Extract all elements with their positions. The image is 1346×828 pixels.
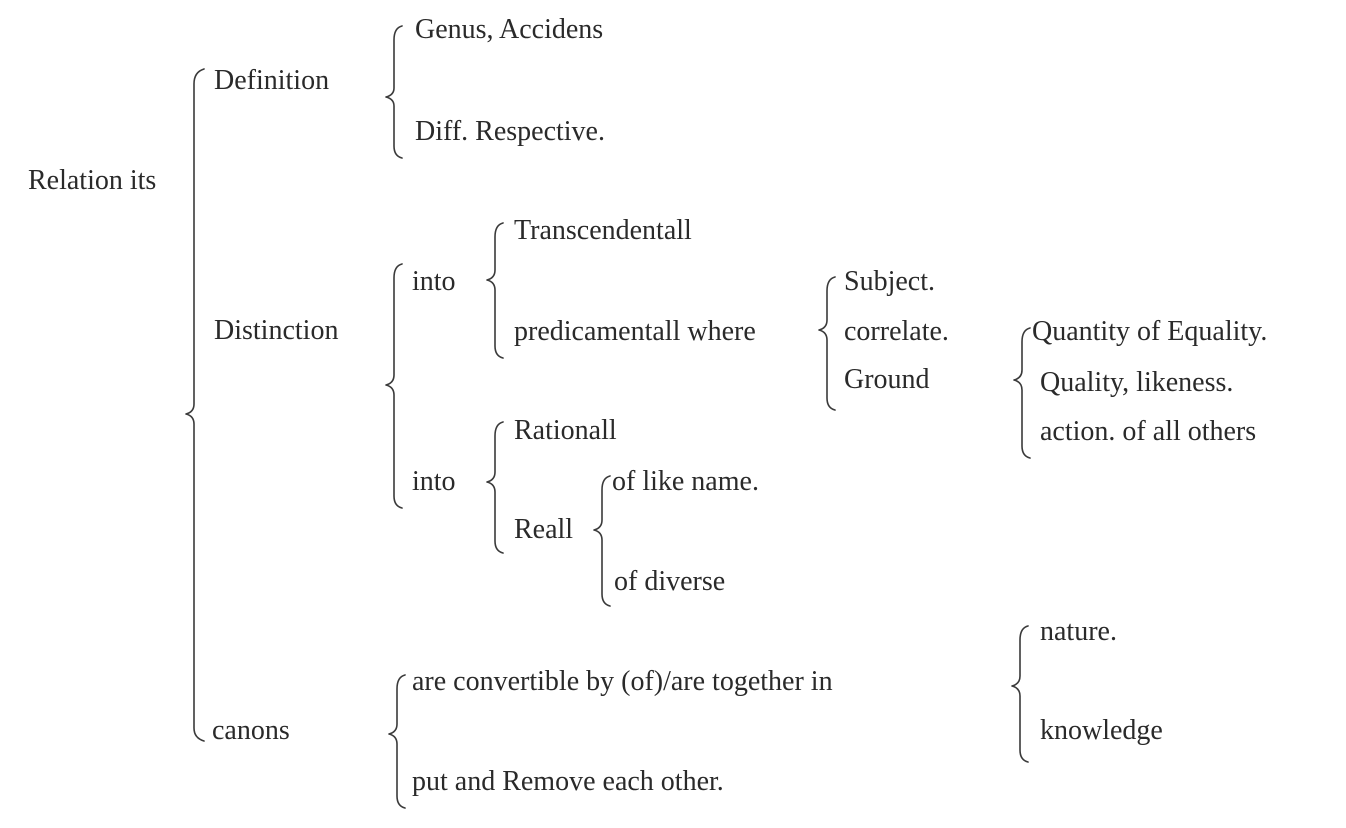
diverse-label: of diverse: [614, 566, 726, 597]
root-label: Relation its: [28, 165, 157, 196]
rational-label: Rationall: [514, 415, 617, 446]
distinction-label: Distinction: [214, 315, 339, 346]
transcendental-label: Transcendentall: [514, 215, 692, 246]
real-label: Reall: [514, 514, 574, 545]
brace-into-second: [486, 421, 504, 554]
quality-label: Quality, likeness.: [1040, 367, 1234, 398]
definition-item-difference: Diff. Respective.: [415, 116, 605, 147]
ground-label: Ground: [844, 364, 930, 395]
into-first-label: into: [412, 266, 456, 297]
definition-item-genus: Genus, Accidens: [415, 14, 604, 45]
brace-canons: [388, 674, 406, 809]
definition-label: Definition: [214, 65, 330, 96]
like-name-label: of like name.: [612, 466, 759, 497]
quantity-label: Quantity of Equality.: [1032, 316, 1268, 347]
brace-into-first: [486, 222, 504, 359]
brace-real: [593, 475, 611, 607]
canons-label: canons: [212, 715, 290, 746]
brace-root: [185, 68, 205, 742]
canon-convertible: are convertible by (of)/are together in: [412, 666, 833, 697]
brace-together: [1011, 625, 1029, 763]
brace-predicamental: [818, 276, 836, 411]
canon-put-remove: put and Remove each other.: [412, 766, 724, 797]
brace-ground: [1013, 327, 1031, 459]
nature-label: nature.: [1040, 616, 1117, 647]
action-label: action. of all others: [1040, 416, 1257, 447]
subject-label: Subject.: [844, 266, 935, 297]
correlate-label: correlate.: [844, 316, 949, 347]
into-second-label: into: [412, 466, 456, 497]
predicamental-label: predicamentall where: [514, 316, 756, 347]
knowledge-label: knowledge: [1040, 715, 1163, 746]
brace-distinction: [385, 263, 403, 509]
brace-definition: [385, 25, 403, 159]
